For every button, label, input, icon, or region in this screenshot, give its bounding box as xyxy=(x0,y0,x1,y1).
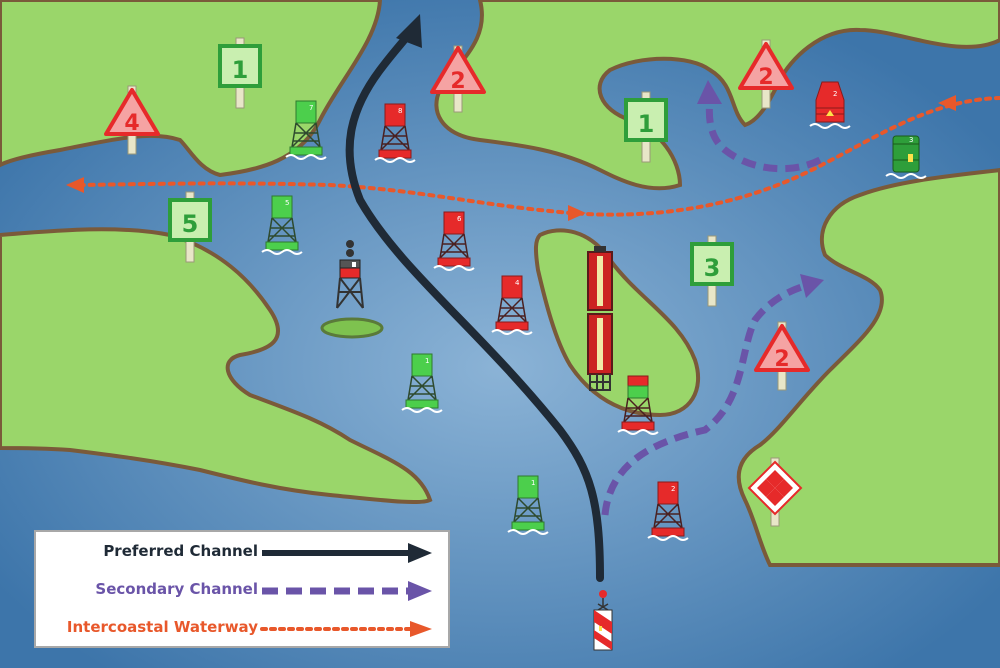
buoy-red-6: 6 xyxy=(433,211,475,271)
legend-row-intercoastal: Intercoastal Waterway xyxy=(36,616,448,642)
secondary-arrowhead-lower xyxy=(800,274,824,298)
buoy-number: 8 xyxy=(398,107,402,115)
preferred-arrowhead xyxy=(396,14,422,48)
buoy-number: 4 xyxy=(515,279,520,287)
intercoastal-arrow-left xyxy=(66,177,84,193)
rock-islet xyxy=(320,317,384,339)
buoy-number: 7 xyxy=(309,104,313,112)
nun-buoy-red-2: 2 xyxy=(809,81,851,129)
isolated-danger-buoy xyxy=(336,240,364,309)
range-daybeacon-upper xyxy=(587,246,613,311)
legend-label-secondary: Secondary Channel xyxy=(95,580,258,598)
day-sign-green-5-left: 5 xyxy=(168,191,212,263)
legend-row-secondary: Secondary Channel xyxy=(36,578,448,604)
secondary-arrowhead-upper xyxy=(697,80,722,104)
buoy-red-4: 4 xyxy=(491,275,533,335)
buoy-junction xyxy=(617,375,659,435)
legend-swatch-secondary xyxy=(262,581,432,601)
day-sign-green-1-left: 1 xyxy=(218,37,262,109)
buoy-green-7: 7 xyxy=(285,100,327,160)
day-sign-red-4-left: 4 xyxy=(104,85,160,155)
buoy-number: 6 xyxy=(457,215,462,223)
legend-swatch-preferred xyxy=(262,543,432,563)
day-sign-red-2-top: 2 xyxy=(430,45,486,113)
sign-label: 3 xyxy=(704,254,721,282)
can-buoy-green-3: 3 xyxy=(885,135,927,179)
legend-label-intercoastal: Intercoastal Waterway xyxy=(66,618,258,636)
safe-water-buoy xyxy=(593,590,613,651)
sign-label: 1 xyxy=(638,110,655,138)
intercoastal-arrow-mid xyxy=(568,205,586,221)
land-top-left xyxy=(0,0,383,178)
buoy-number: 2 xyxy=(833,90,837,98)
sign-label: 4 xyxy=(124,111,139,136)
sign-label: 2 xyxy=(450,69,465,94)
buoy-green-1-mid: 1 xyxy=(401,353,443,413)
sign-label: 2 xyxy=(758,65,773,90)
day-sign-green-1-right: 1 xyxy=(624,91,668,163)
preferred-route xyxy=(345,14,604,582)
intercoastal-arrow-right xyxy=(938,95,956,111)
diamond-daymark xyxy=(747,457,803,527)
buoy-number: 5 xyxy=(285,199,289,207)
buoy-green-1-low: 1 xyxy=(507,475,549,535)
legend-swatch-intercoastal xyxy=(260,621,432,637)
sign-label: 2 xyxy=(774,347,789,372)
land-top-center xyxy=(434,0,1000,191)
day-sign-red-2-right: 2 xyxy=(738,39,794,109)
legend-row-preferred: Preferred Channel xyxy=(36,540,448,566)
buoy-number: 1 xyxy=(531,479,535,487)
buoy-number: 3 xyxy=(909,136,913,144)
land-left xyxy=(0,227,433,505)
legend-label-preferred: Preferred Channel xyxy=(103,542,258,560)
day-sign-red-2-lower: 2 xyxy=(754,321,810,391)
buoy-red-8: 8 xyxy=(374,103,416,163)
sign-label: 5 xyxy=(182,210,199,238)
buoy-number: 1 xyxy=(425,357,429,365)
buoy-green-5: 5 xyxy=(261,195,303,255)
secondary-route xyxy=(601,80,824,516)
buoy-number: 2 xyxy=(671,485,675,493)
land-right xyxy=(736,167,1000,567)
land-masses xyxy=(0,0,1000,567)
range-daybeacon-lower xyxy=(587,313,613,391)
sign-label: 1 xyxy=(232,56,249,84)
intercoastal-route xyxy=(66,95,1000,221)
legend: Preferred Channel Secondary Channel Inte… xyxy=(34,530,450,648)
buoy-red-2-low: 2 xyxy=(647,481,689,541)
day-sign-green-3-right: 3 xyxy=(690,235,734,307)
